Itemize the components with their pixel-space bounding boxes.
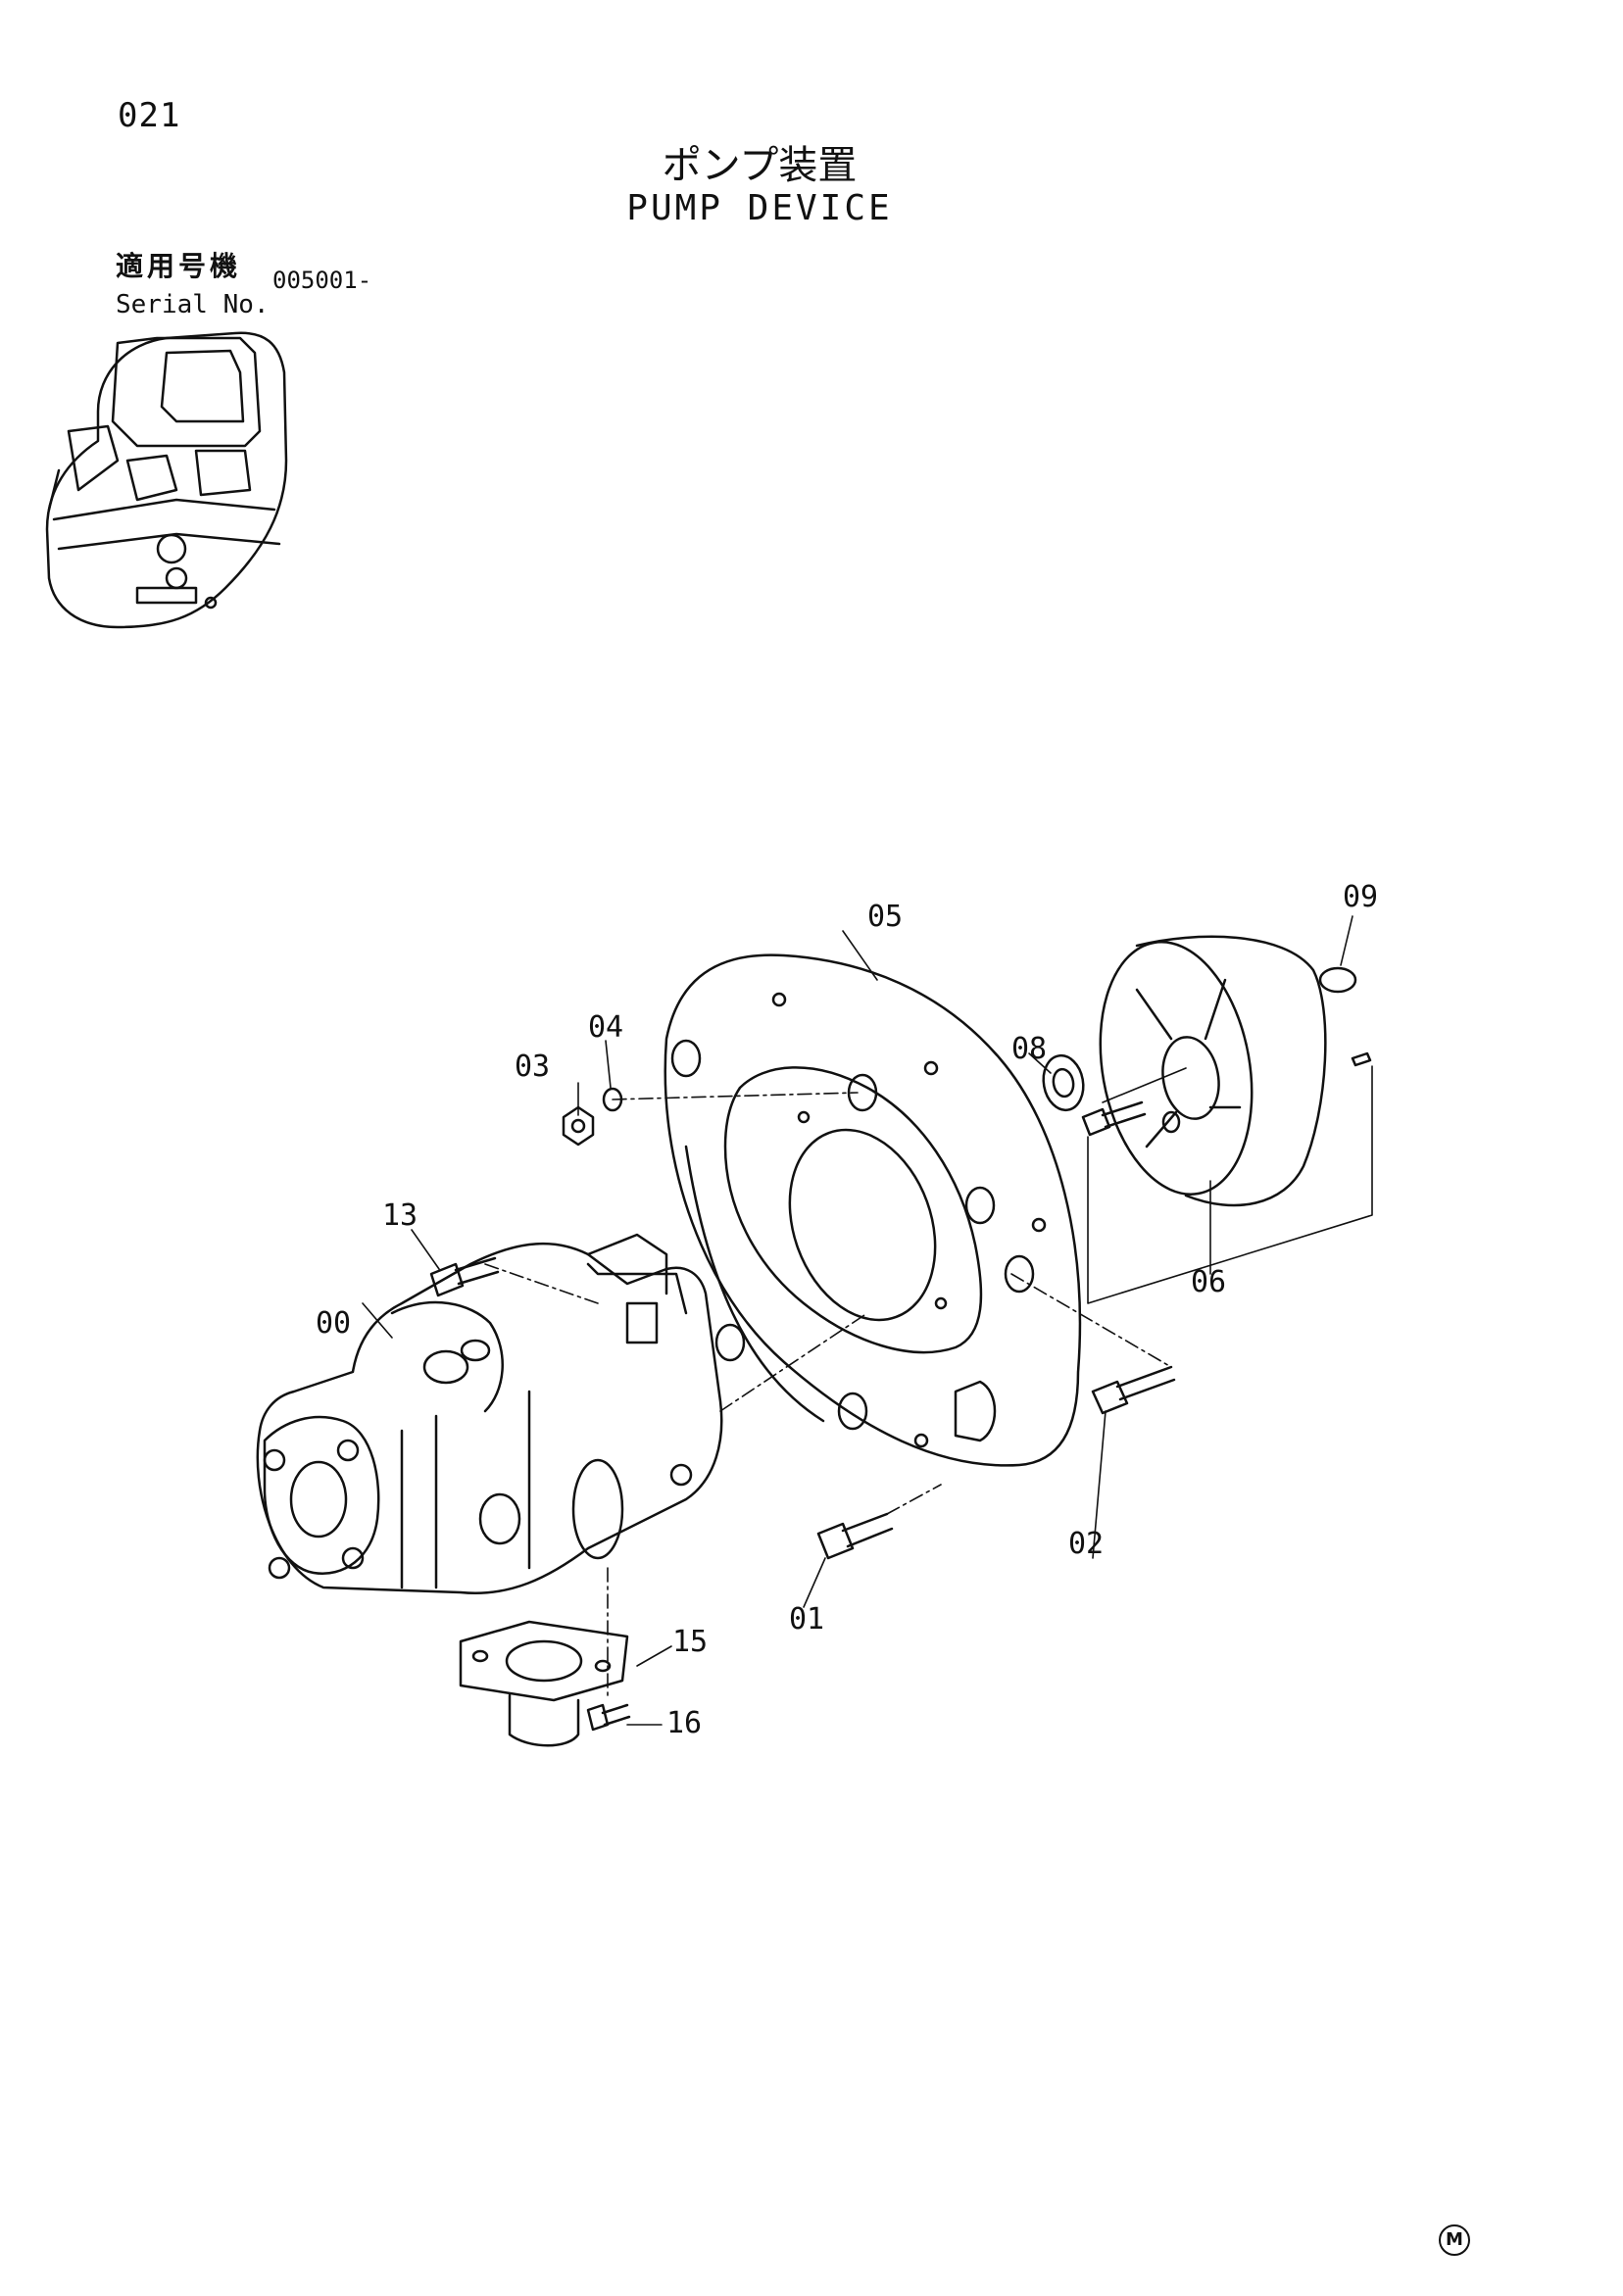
callout-01: 01: [789, 1602, 824, 1637]
bolts-and-small-parts: [429, 966, 1372, 1560]
title-english: PUMP DEVICE: [626, 188, 893, 228]
callout-08: 08: [1011, 1032, 1047, 1066]
title-japanese: ポンプ装置: [662, 143, 858, 188]
hydraulic-pump: [256, 1233, 723, 1594]
flywheel-housing: [664, 953, 1082, 1467]
page-number: 021: [118, 96, 181, 135]
callout-03: 03: [515, 1050, 550, 1084]
callout-00: 00: [316, 1306, 351, 1341]
serial-label-english: Serial No.: [116, 290, 270, 319]
callout-04: 04: [588, 1010, 623, 1045]
callout-05: 05: [867, 900, 903, 934]
callout-numbers: 00 01 02 03 04 05 06 08 09 13 15 16: [316, 880, 1378, 1740]
leader-lines: [362, 915, 1373, 1726]
callout-15: 15: [672, 1625, 708, 1659]
coupling: [1099, 935, 1327, 1207]
serial-number-value: 005001-: [272, 267, 372, 294]
corner-mark: M: [1439, 2224, 1470, 2256]
machine-thumbnail: [45, 331, 288, 629]
callout-06: 06: [1191, 1265, 1226, 1299]
callout-02: 02: [1068, 1527, 1104, 1561]
serial-label-japanese: 適用号機: [116, 250, 242, 282]
suction-flange: [459, 1620, 631, 1747]
callout-16: 16: [666, 1706, 702, 1740]
callout-13: 13: [382, 1198, 418, 1233]
callout-09: 09: [1343, 880, 1378, 914]
